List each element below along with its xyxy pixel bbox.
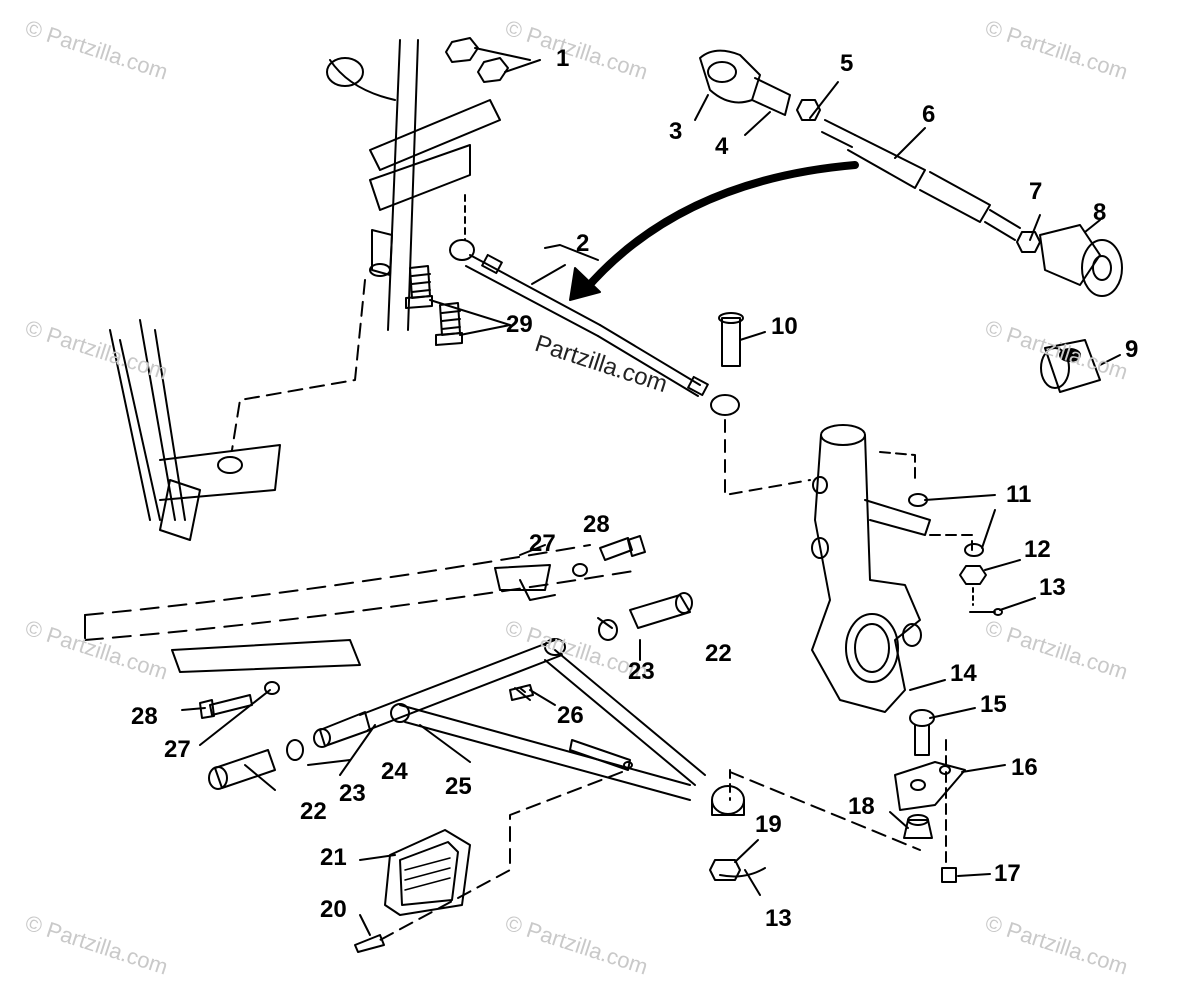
pitman-arm-plate	[369, 99, 501, 171]
jam-nut-left	[796, 99, 821, 121]
chassis-bracket	[109, 319, 281, 541]
callout-14: 14	[950, 660, 977, 687]
adjustable-tie-rod	[694, 49, 1123, 297]
post-lower-end	[371, 229, 393, 276]
callout-26: 26	[557, 702, 584, 729]
callout-8: 8	[1093, 199, 1107, 226]
callout-13: 13	[1039, 574, 1066, 601]
callout-4: 4	[715, 133, 729, 160]
spindle-hardware	[908, 493, 1036, 616]
ball-joint-plate	[894, 761, 966, 811]
frame-rail	[84, 544, 641, 673]
assembly-arrow	[569, 161, 859, 301]
assembly-guide-line	[231, 279, 366, 451]
callout-18: 18	[848, 793, 875, 820]
callout-15: 15	[980, 691, 1007, 718]
callout-22: 22	[300, 798, 327, 825]
rod-end-right	[1039, 224, 1101, 286]
callout-21: 21	[320, 844, 347, 871]
callout-13: 13	[765, 905, 792, 932]
callout-25: 25	[445, 773, 472, 800]
callout-11: 11	[1006, 481, 1032, 508]
callout-16: 16	[1011, 754, 1038, 781]
nuts	[445, 37, 541, 83]
ball-joint-hardware	[709, 707, 1006, 883]
callout-23: 23	[628, 658, 655, 685]
leader-lines	[181, 244, 761, 936]
callout-23: 23	[339, 780, 366, 807]
callout-6: 6	[922, 101, 936, 128]
grease-fitting	[509, 684, 556, 706]
callout-7: 7	[1029, 178, 1043, 205]
springs	[405, 265, 511, 346]
bushing	[1040, 339, 1121, 393]
callout-29: 29	[506, 311, 533, 338]
callout-9: 9	[1125, 336, 1139, 363]
callout-2: 2	[576, 230, 590, 257]
tie-rod-end-upper-left	[326, 57, 364, 87]
a-arm	[359, 638, 745, 816]
callout-17: 17	[994, 860, 1021, 887]
rod-end-left	[699, 49, 761, 104]
callout-28: 28	[131, 703, 158, 730]
spindle-knuckle	[811, 424, 946, 713]
pivot-sleeves	[208, 592, 693, 790]
callout-12: 12	[1024, 536, 1051, 563]
spindle-guide-line	[724, 419, 811, 496]
callout-1: 1	[556, 45, 570, 72]
callout-10: 10	[771, 313, 798, 340]
callout-20: 20	[320, 896, 347, 923]
callout-28: 28	[583, 511, 610, 538]
jam-nut-right	[1016, 231, 1041, 253]
callout-5: 5	[840, 50, 854, 77]
skid-guard	[354, 829, 471, 953]
steering-post	[326, 39, 501, 331]
callout-27: 27	[164, 736, 191, 763]
callout-19: 19	[755, 811, 782, 838]
bolt	[718, 312, 766, 367]
pivot-bolts	[199, 535, 646, 719]
ball-joint	[711, 785, 745, 815]
callout-27: 27	[529, 530, 556, 557]
callout-3: 3	[669, 118, 683, 145]
callout-22: 22	[705, 640, 732, 667]
callout-24: 24	[381, 758, 408, 785]
tie-rod-assembly	[449, 194, 740, 416]
